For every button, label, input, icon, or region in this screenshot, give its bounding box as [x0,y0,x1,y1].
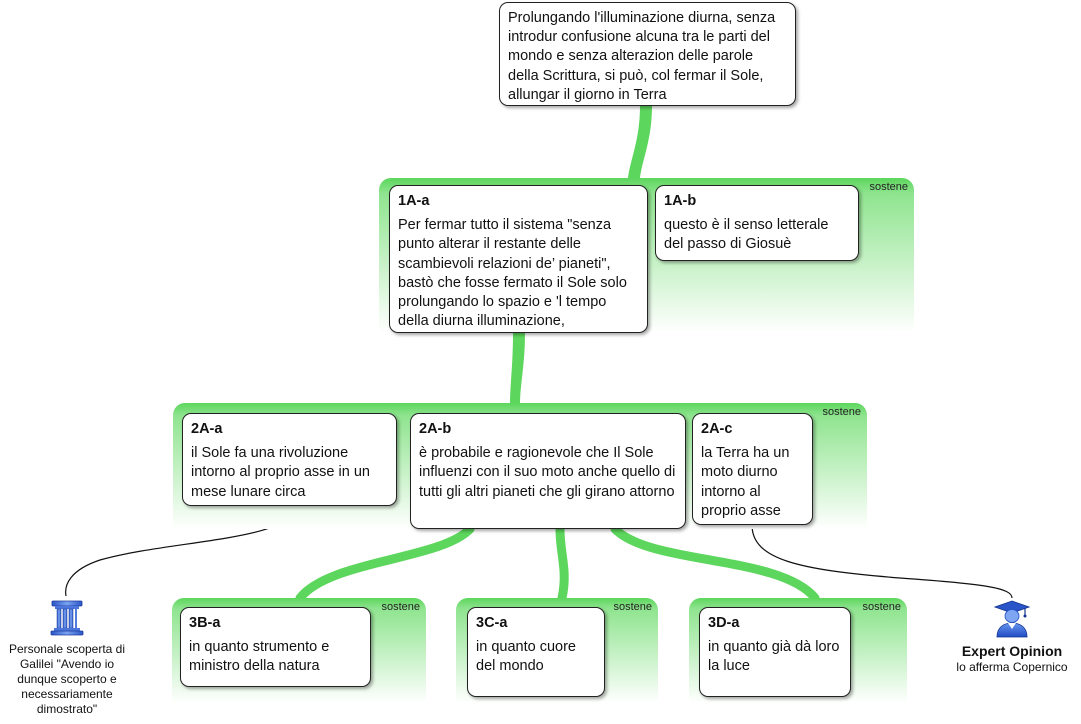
connector-2Ab-to-3Ba [295,524,475,603]
node-id: 3B-a [189,615,221,631]
node-3C-a[interactable]: 3C-a in quanto cuore del mondo [467,607,605,697]
node-2A-c[interactable]: 2A-c la Terra ha un moto diurno intorno … [692,413,813,525]
node-id: 2A-b [419,421,452,437]
graduate-person-icon [994,600,1030,638]
node-id: 3C-a [476,615,508,631]
connector-claim-to-1A [628,106,652,178]
node-text: in quanto già dà loro la luce [708,639,840,675]
node-text: questo è il senso letterale del passo di… [664,217,829,253]
node-id: 1A-b [664,193,697,209]
node-id: 2A-c [701,421,733,437]
node-text: Per fermar tutto il sistema "senza punto… [398,217,627,330]
node-1A-b[interactable]: 1A-b questo è il senso letterale del pas… [655,185,859,261]
connector-2Ab-to-3Da [610,524,820,603]
node-text: in quanto strumento e ministro della nat… [189,639,330,675]
node-1A-a[interactable]: 1A-a Per fermar tutto il sistema "senza … [389,185,648,333]
group-label: sostene [613,601,652,613]
museum-pillar-icon [50,600,84,636]
connector-1Aa-to-2A [510,333,525,403]
node-text: è probabile e ragionevole che Il Sole in… [419,445,676,500]
node-2A-a[interactable]: 2A-a il Sole fa una rivoluzione intorno … [182,413,397,506]
node-id: 3D-a [708,615,740,631]
node-3B-a[interactable]: 3B-a in quanto strumento e ministro dell… [180,607,371,687]
group-label: sostene [862,601,901,613]
node-text: la Terra ha un moto diurno intorno al pr… [701,445,790,519]
group-label: sostene [381,601,420,613]
node-id: 2A-a [191,421,223,437]
evidence-caption: lo afferma Copernico [956,660,1068,674]
claim-text: Prolungando l'illuminazione diurna, senz… [508,10,776,103]
node-2A-b[interactable]: 2A-b è probabile e ragionevole che Il So… [410,413,686,529]
evidence-caption: Personale scoperta di Galilei "Avendo io… [8,642,126,716]
evidence-personal[interactable]: Personale scoperta di Galilei "Avendo io… [2,600,132,717]
evidence-expert[interactable]: Expert Opinion lo afferma Copernico [947,600,1077,675]
group-label: sostene [869,181,908,193]
evidence-title: Expert Opinion [961,643,1063,659]
node-text: in quanto cuore del mondo [476,639,576,675]
node-text: il Sole fa una rivoluzione intorno al pr… [191,445,370,500]
node-3D-a[interactable]: 3D-a in quanto già dà loro la luce [699,607,851,697]
node-id: 1A-a [398,193,430,209]
link-2Ac-to-expert [751,524,1013,599]
connector-2Ab-to-3Ca [555,524,569,603]
group-label: sostene [822,406,861,418]
claim-node[interactable]: Prolungando l'illuminazione diurna, senz… [499,2,796,106]
